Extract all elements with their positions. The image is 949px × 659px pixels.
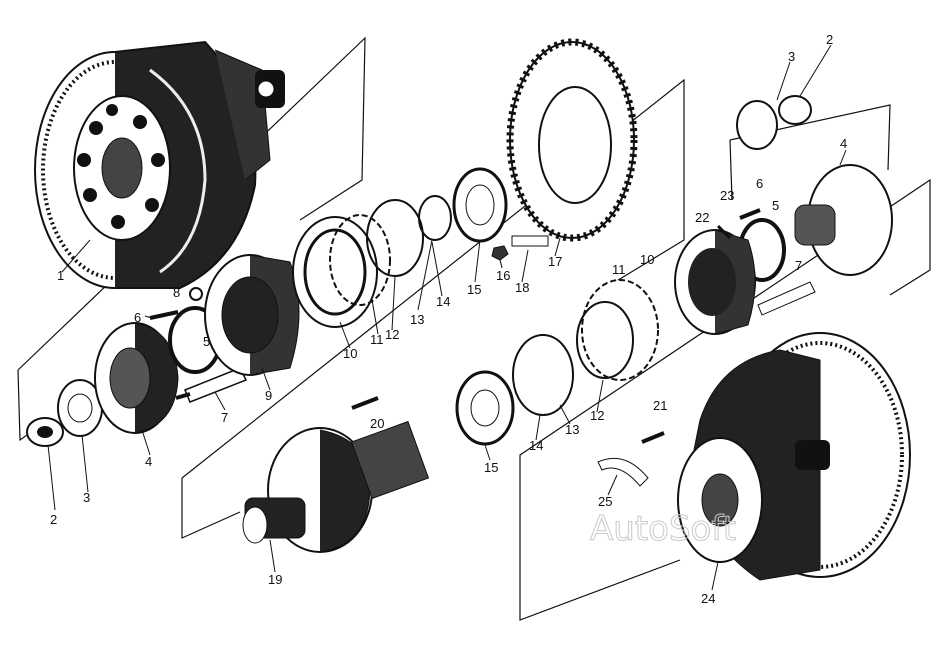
part-4-flange-left (94, 322, 179, 434)
label-4-left: 4 (145, 454, 152, 469)
label-2-left: 2 (50, 512, 57, 527)
part-3-washer-right (736, 100, 778, 150)
part-12-ring-upper (366, 199, 424, 277)
label-12-upper: 12 (385, 327, 399, 342)
part-2-nut-left (26, 417, 64, 447)
label-10-lower: 10 (640, 252, 654, 267)
part-7-lock-plate-left (175, 367, 248, 403)
label-9: 9 (265, 388, 272, 403)
watermark: AutoSoft (590, 509, 736, 549)
part-15-bearing-upper (452, 167, 508, 243)
part-17-ring-gear (506, 38, 638, 242)
label-10-upper: 10 (343, 346, 357, 361)
leader-lines (47, 44, 847, 591)
part-25-plate (597, 458, 649, 487)
label-23: 23 (720, 188, 734, 203)
label-4-right: 4 (840, 136, 847, 151)
part-15-bearing-lower (455, 370, 515, 446)
part-12-ring-lower (576, 301, 634, 379)
label-11-upper: 11 (370, 332, 384, 347)
label-3-right: 3 (788, 49, 795, 64)
part-21-bolt (641, 431, 665, 444)
part-7-lock-plate-right (757, 281, 816, 316)
part-10-carrier-cover-lower (674, 229, 756, 335)
part-16-nut-small (491, 245, 509, 261)
label-24: 24 (701, 591, 715, 606)
label-14-lower: 14 (529, 438, 543, 453)
label-17: 17 (548, 254, 562, 269)
label-5-left: 5 (203, 334, 210, 349)
part-1-housing (34, 40, 285, 289)
part-11-gasket-lower (581, 279, 659, 381)
label-20: 20 (370, 416, 384, 431)
label-16: 16 (496, 268, 510, 283)
label-13-upper: 13 (410, 312, 424, 327)
label-11-lower: 11 (612, 262, 626, 277)
part-20-bolt (351, 396, 379, 410)
part-22-23-bolts (716, 208, 761, 240)
part-10-carrier-cover-upper (292, 216, 378, 328)
part-19-shaft (242, 420, 430, 553)
part-13-shim-upper (418, 195, 452, 241)
label-2-right: 2 (826, 32, 833, 47)
label-5-right: 5 (772, 198, 779, 213)
label-8: 8 (173, 285, 180, 300)
label-3-left: 3 (83, 490, 90, 505)
label-7-left: 7 (221, 410, 228, 425)
part-6-bolt-left (149, 310, 179, 320)
part-labels: 1 2 3 4 5 6 7 8 9 10 11 12 13 14 15 16 1… (50, 32, 847, 606)
label-6-right: 6 (756, 176, 763, 191)
label-22: 22 (695, 210, 709, 225)
part-8-stud (189, 287, 203, 301)
part-18-lock-strip (511, 235, 549, 247)
label-6-left: 6 (134, 310, 141, 325)
label-15-lower: 15 (484, 460, 498, 475)
label-7-right: 7 (795, 258, 802, 273)
label-21: 21 (653, 398, 667, 413)
label-19: 19 (268, 572, 282, 587)
part-2-nut-right (778, 95, 812, 125)
label-25: 25 (598, 494, 612, 509)
part-11-gasket-upper (329, 214, 391, 306)
part-13-shim-lower (512, 334, 574, 416)
label-13-lower: 13 (565, 422, 579, 437)
label-15-upper: 15 (467, 282, 481, 297)
label-18: 18 (515, 280, 529, 295)
label-14-upper: 14 (436, 294, 450, 309)
part-4-flange-right (794, 164, 893, 276)
label-1: 1 (57, 268, 64, 283)
part-9-bearing-cage (204, 254, 300, 376)
part-24-housing (677, 332, 911, 581)
label-12-lower: 12 (590, 408, 604, 423)
